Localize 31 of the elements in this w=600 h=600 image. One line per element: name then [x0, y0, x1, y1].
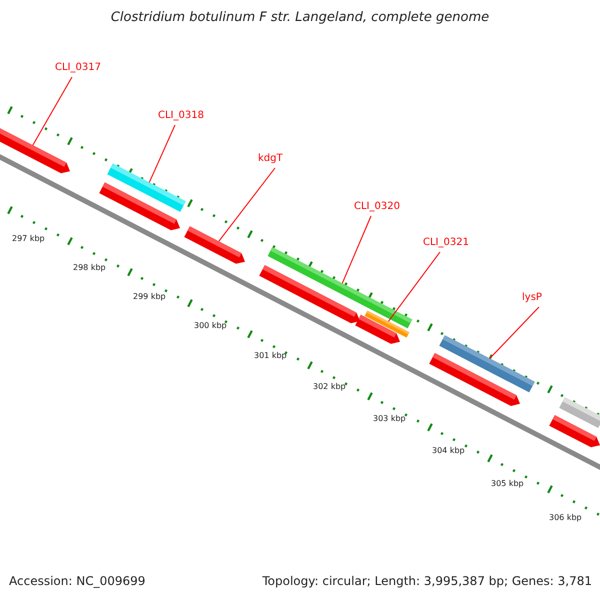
leader-line [489, 306, 540, 359]
scale-label: 303 kbp [373, 414, 406, 423]
gene-label: CLI_0317 [55, 62, 101, 73]
gene-label: lysP [522, 292, 542, 303]
gene-bar [184, 226, 245, 264]
footer-text: Topology: circular; Length: 3,995,387 bp; Genes: 3,781 [262, 574, 592, 588]
scale-label: 302 kbp [313, 382, 346, 391]
scale-label: 298 kbp [73, 263, 106, 272]
gene-label: CLI_0320 [354, 201, 400, 212]
gene-bar [355, 314, 400, 344]
leader-line [342, 216, 372, 284]
leader-line [218, 168, 276, 242]
gene-bar [549, 415, 600, 448]
scale-label: 305 kbp [491, 479, 524, 488]
gene-label: CLI_0318 [158, 110, 204, 121]
scale-label: 300 kbp [194, 321, 227, 330]
leader-line [148, 124, 176, 183]
gene-bar [259, 265, 360, 324]
gene-bar [99, 182, 180, 230]
title: Clostridium botulinum F str. Langeland, complete genome [110, 10, 490, 25]
scale-label: 297 kbp [12, 234, 45, 243]
scale-label: 306 kbp [549, 513, 582, 522]
leader-line [32, 76, 72, 146]
gene-label: CLI_0321 [423, 237, 469, 248]
gene-bar [429, 353, 520, 406]
footer-text: Accession: NC_009699 [9, 574, 146, 588]
scale-label: 301 kbp [254, 351, 287, 360]
leader-line [388, 252, 440, 322]
scale-label: 299 kbp [133, 292, 166, 301]
scale-label: 304 kbp [432, 446, 465, 455]
gene-label: kdgT [258, 153, 283, 164]
